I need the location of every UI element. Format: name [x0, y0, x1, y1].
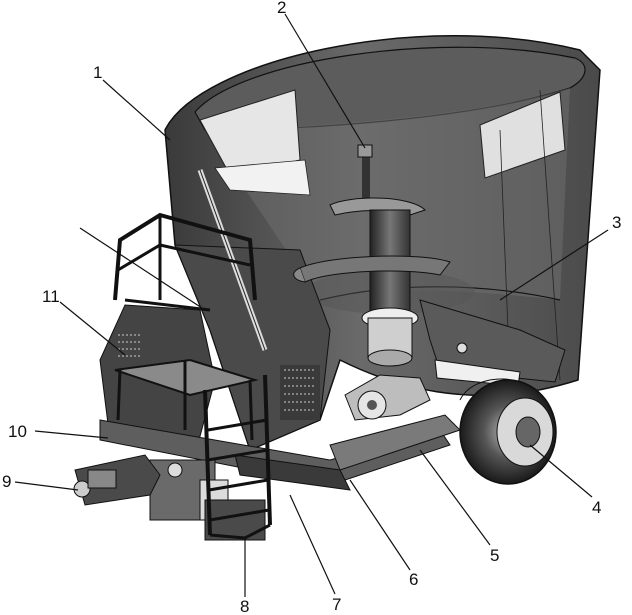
auger	[293, 144, 451, 367]
callout-11: 11	[42, 287, 60, 306]
callout-7: 7	[332, 595, 341, 614]
callout-10: 10	[8, 422, 27, 441]
chassis	[99, 304, 461, 541]
callout-9: 9	[2, 472, 11, 491]
wheel	[459, 378, 557, 485]
discharge-door	[419, 299, 566, 387]
gearbox	[344, 374, 431, 421]
callout-6: 6	[409, 570, 418, 589]
callout-2: 2	[277, 0, 286, 17]
vent-grille	[280, 365, 320, 420]
drawbar-hitch	[73, 454, 161, 506]
callout-labels: 1 2 3 4 5 6 7 8 9 10 11	[2, 0, 621, 615]
platform-ladder	[113, 212, 272, 540]
callout-5: 5	[490, 546, 499, 565]
callout-8: 8	[240, 597, 249, 615]
leader-lines	[14, 13, 609, 597]
callout-3: 3	[612, 213, 621, 232]
callout-1: 1	[93, 63, 102, 82]
callout-4: 4	[592, 498, 601, 517]
